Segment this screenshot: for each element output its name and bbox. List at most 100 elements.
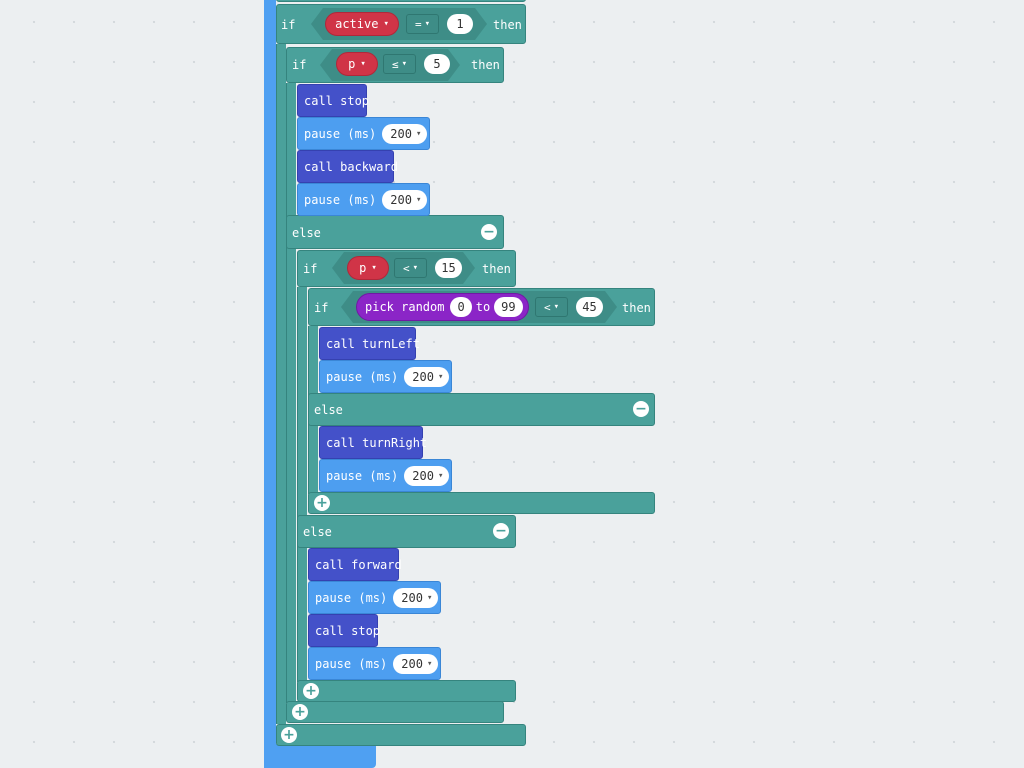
remove-else-minus-icon[interactable]: − — [481, 224, 497, 240]
le-operator-dropdown[interactable]: ≤ ▾ — [383, 54, 416, 74]
add-elseif-plus-icon[interactable]: + — [314, 495, 330, 511]
outer-value-input[interactable]: 1 — [447, 14, 473, 34]
caret-down-icon: ▾ — [426, 592, 433, 603]
call-turnright-label: call turnRight — [326, 435, 428, 450]
pause-ms-value: 200 — [390, 126, 412, 141]
pause-ms-value: 200 — [412, 468, 434, 483]
pause-label: pause (ms) — [304, 192, 377, 207]
p-variable-label: p — [348, 57, 356, 71]
outer-if-footer[interactable] — [276, 724, 526, 746]
p-lt-if-footer[interactable] — [297, 680, 516, 702]
pause-block[interactable]: pause (ms) 200▾ — [319, 459, 452, 492]
pause-ms-dropdown[interactable]: 200▾ — [393, 587, 439, 608]
p-le-value-input[interactable]: 5 — [424, 54, 450, 74]
p-le-then-keyword: then — [471, 58, 500, 72]
pause-block[interactable]: pause (ms) 200▾ — [308, 581, 441, 614]
pause-label: pause (ms) — [326, 369, 399, 384]
call-stop-label: call stop — [304, 93, 370, 108]
caret-down-icon: ▾ — [412, 263, 419, 273]
pause-label: pause (ms) — [315, 656, 388, 671]
pause-ms-value: 200 — [401, 656, 423, 671]
pause-ms-value: 200 — [412, 369, 434, 384]
call-backward-block[interactable]: call backward — [297, 150, 398, 183]
active-variable-reporter[interactable]: active ▾ — [325, 12, 399, 36]
lt-operator-dropdown[interactable]: < ▾ — [394, 258, 427, 278]
pause-block[interactable]: pause (ms) 200▾ — [297, 183, 430, 216]
p-variable-label: p — [359, 261, 367, 275]
random-from-input[interactable]: 0 — [450, 297, 472, 317]
pick-random-reporter[interactable]: pick random 0 to 99 — [356, 293, 529, 321]
caret-down-icon: ▾ — [426, 658, 433, 669]
pause-ms-dropdown[interactable]: 200▾ — [393, 653, 439, 674]
p-lt-if-keyword: if — [303, 262, 318, 276]
caret-down-icon: ▾ — [371, 263, 377, 273]
active-variable-label: active — [335, 17, 379, 31]
caret-down-icon: ▾ — [553, 302, 560, 312]
call-forward-block[interactable]: call forward — [308, 548, 402, 581]
p-lt-value-input[interactable]: 15 — [435, 258, 462, 278]
add-elseif-plus-icon[interactable]: + — [281, 727, 297, 743]
random-if-footer[interactable] — [308, 492, 655, 514]
caret-down-icon: ▾ — [360, 59, 366, 69]
remove-else-minus-icon[interactable]: − — [493, 523, 509, 539]
call-turnleft-label: call turnLeft — [326, 336, 420, 351]
add-elseif-plus-icon[interactable]: + — [292, 704, 308, 720]
pause-ms-value: 200 — [401, 590, 423, 605]
event-block-footer[interactable] — [264, 744, 376, 768]
pause-ms-value: 200 — [390, 192, 412, 207]
call-backward-label: call backward — [304, 159, 398, 174]
outer-if-keyword: if — [281, 18, 296, 32]
p-le-if-keyword: if — [292, 58, 307, 72]
pause-ms-dropdown[interactable]: 200▾ — [404, 366, 450, 387]
random-to-input[interactable]: 99 — [494, 297, 523, 317]
pause-block[interactable]: pause (ms) 200▾ — [308, 647, 441, 680]
call-stop-block[interactable]: call stop — [308, 614, 381, 647]
pause-ms-dropdown[interactable]: 200▾ — [404, 465, 450, 486]
event-block-body[interactable] — [264, 0, 276, 768]
random-then-keyword: then — [622, 301, 651, 315]
random-else-header[interactable] — [308, 393, 655, 426]
caret-down-icon: ▾ — [437, 371, 444, 382]
call-turnright-block[interactable]: call turnRight — [319, 426, 427, 459]
pause-label: pause (ms) — [315, 590, 388, 605]
pause-ms-dropdown[interactable]: 200▾ — [382, 123, 428, 144]
pause-ms-dropdown[interactable]: 200▾ — [382, 189, 428, 210]
lt-operator-dropdown[interactable]: < ▾ — [535, 297, 568, 317]
pause-block[interactable]: pause (ms) 200▾ — [319, 360, 452, 393]
le-operator-label: ≤ — [391, 57, 399, 71]
random-compare-value-input[interactable]: 45 — [576, 297, 603, 317]
lt-operator-label: < — [402, 261, 410, 275]
pick-random-label: pick random — [365, 300, 445, 314]
caret-down-icon: ▾ — [383, 19, 389, 29]
random-if-keyword: if — [314, 301, 329, 315]
pause-block[interactable]: pause (ms) 200▾ — [297, 117, 430, 150]
outer-if-arm — [276, 44, 286, 724]
call-turnleft-block[interactable]: call turnLeft — [319, 327, 420, 360]
p-variable-reporter[interactable]: p ▾ — [347, 256, 389, 280]
call-forward-label: call forward — [315, 557, 402, 572]
outer-then-keyword: then — [493, 18, 522, 32]
add-elseif-plus-icon[interactable]: + — [303, 683, 319, 699]
random-else-keyword: else — [314, 403, 343, 417]
equals-operator-dropdown[interactable]: = ▾ — [406, 14, 439, 34]
p-lt-else-keyword: else — [303, 525, 332, 539]
caret-down-icon: ▾ — [401, 59, 408, 69]
call-stop-block[interactable]: call stop — [297, 84, 370, 117]
caret-down-icon: ▾ — [415, 194, 422, 205]
pause-label: pause (ms) — [326, 468, 399, 483]
p-variable-reporter[interactable]: p ▾ — [336, 52, 378, 76]
caret-down-icon: ▾ — [415, 128, 422, 139]
lt-operator-label: < — [543, 300, 551, 314]
outer-if-top-cap — [276, 0, 526, 2]
p-lt-else-header[interactable] — [297, 515, 516, 548]
caret-down-icon: ▾ — [437, 470, 444, 481]
p-le-if-footer[interactable] — [286, 701, 504, 723]
caret-down-icon: ▾ — [424, 19, 431, 29]
p-lt-then-keyword: then — [482, 262, 511, 276]
random-to-keyword: to — [475, 300, 491, 314]
pause-label: pause (ms) — [304, 126, 377, 141]
p-lt-if-arm — [297, 287, 307, 682]
call-stop-label: call stop — [315, 623, 381, 638]
remove-else-minus-icon[interactable]: − — [633, 401, 649, 417]
